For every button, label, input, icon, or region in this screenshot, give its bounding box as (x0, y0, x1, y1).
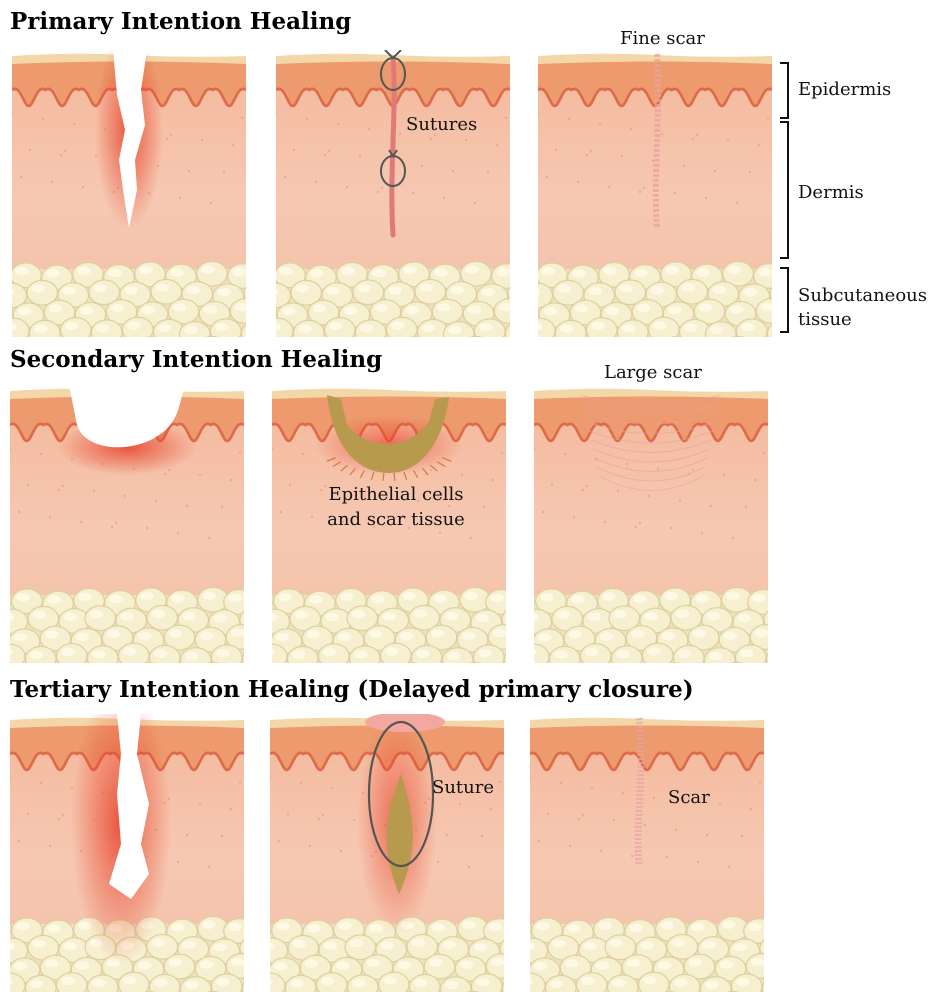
subcutaneous-bracket (780, 268, 788, 332)
tertiary-scar-panel (530, 714, 764, 992)
suture-label: Suture (432, 777, 494, 798)
section-title-secondary: Secondary Intention Healing (10, 346, 382, 373)
primary-sutured-wound-panel (276, 50, 510, 337)
epidermis-label: Epidermis (798, 79, 891, 100)
subcutaneous-line-1: Subcutaneous (798, 284, 927, 308)
fine-scar-label: Fine scar (620, 28, 705, 49)
sutures-label: Sutures (406, 114, 477, 135)
large-scar-label: Large scar (604, 362, 702, 383)
epithelial-cells-label: Epithelial cells and scar tissue (296, 484, 496, 530)
tertiary-delayed-suture-panel (270, 714, 504, 992)
section-title-primary: Primary Intention Healing (10, 8, 351, 35)
primary-fine-scar-panel (538, 50, 772, 337)
layer-brackets (776, 60, 796, 336)
tertiary-open-wound-panel (10, 714, 244, 992)
section-title-tertiary: Tertiary Intention Healing (Delayed prim… (10, 676, 694, 703)
scar-label: Scar (668, 787, 710, 808)
epithelial-cells-line-1: Epithelial cells (296, 484, 496, 505)
dermis-label: Dermis (798, 182, 864, 203)
epidermis-bracket (780, 63, 788, 118)
primary-open-wound-panel (12, 50, 246, 337)
dermis-bracket (780, 122, 788, 258)
epithelial-cells-line-2: and scar tissue (296, 509, 496, 530)
subcutaneous-label: Subcutaneous tissue (798, 284, 927, 332)
secondary-open-wound-panel (10, 385, 244, 663)
subcutaneous-line-2: tissue (798, 308, 927, 332)
secondary-large-scar-panel (534, 385, 768, 663)
